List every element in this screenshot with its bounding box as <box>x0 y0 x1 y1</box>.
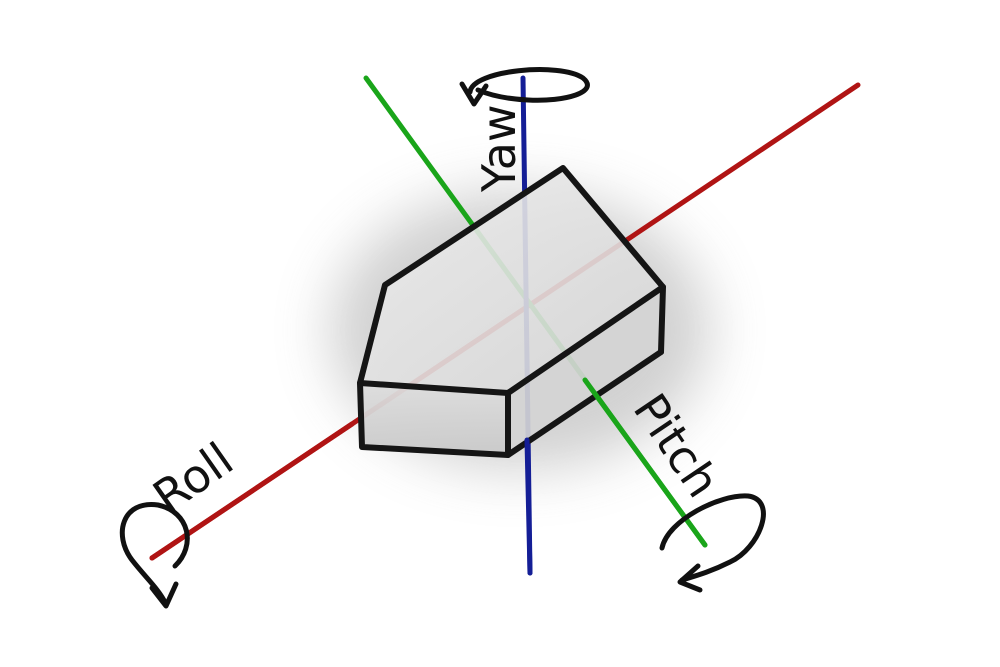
pitch-label: Pitch <box>623 384 730 507</box>
yaw-label: Yaw <box>472 104 526 193</box>
roll-label: Roll <box>143 432 242 524</box>
block-front-face <box>360 383 508 455</box>
pitch-rotation-arrow-icon <box>659 493 766 593</box>
roll-rotation-arrow-icon <box>119 502 190 609</box>
block-body <box>357 165 666 458</box>
yaw-axis-front <box>524 437 533 576</box>
yaw-rotation-arrow-icon <box>459 67 590 107</box>
block-side-face <box>508 287 663 455</box>
